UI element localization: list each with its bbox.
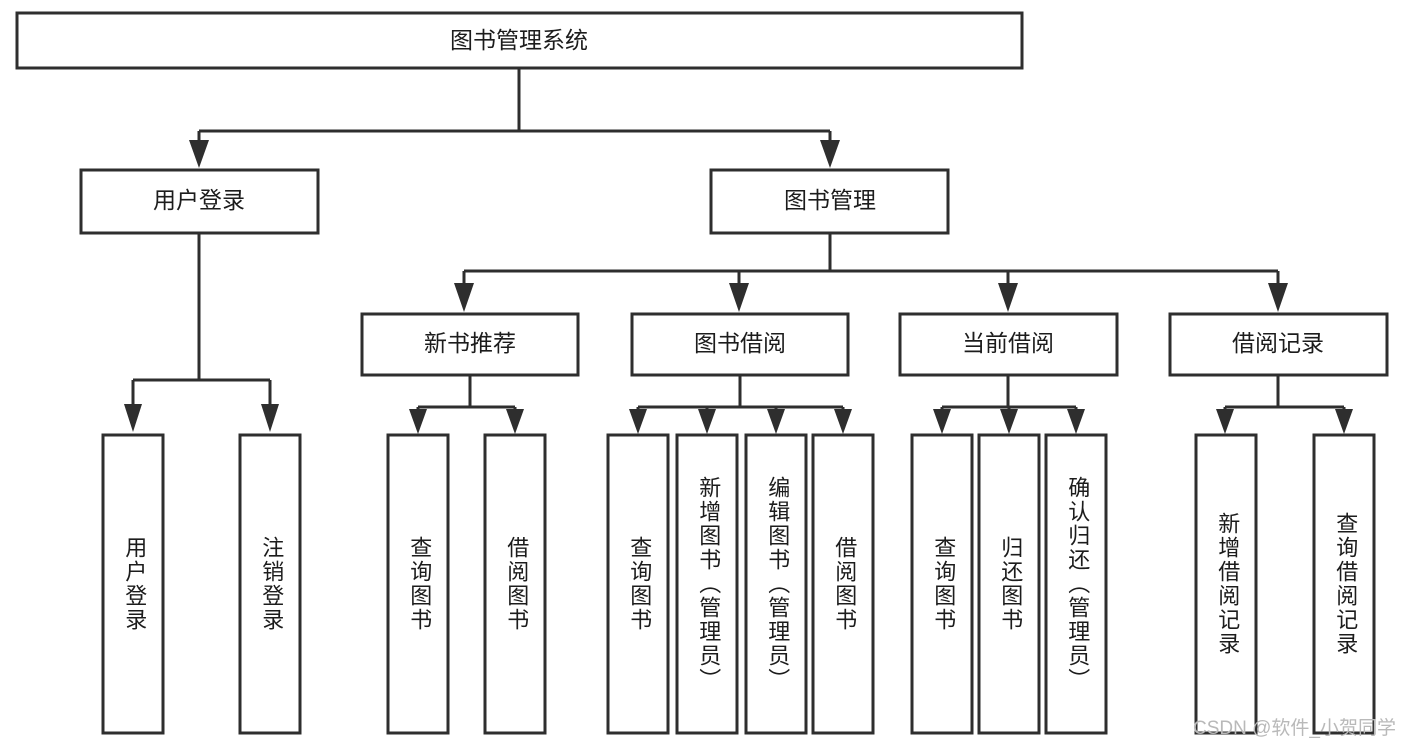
csdn-watermark: CSDN @软件_小贺同学 — [1193, 717, 1396, 739]
node-root-system-label: 图书管理系统 — [450, 27, 588, 53]
node-root-system[interactable]: 图书管理系统 — [15, 11, 1024, 70]
arrow-head-leaf-confirm-return — [1067, 409, 1085, 434]
leaf-user-login-box[interactable] — [101, 433, 165, 735]
arrow-head-leaf-add-book — [698, 409, 716, 434]
leaf-return-book-box[interactable] — [977, 433, 1041, 735]
arrow-head-leaf-user-login — [124, 404, 142, 432]
node-user-login[interactable]: 用户登录 — [79, 168, 320, 235]
leaf-edit-book-admin[interactable]: 编辑图书（管理员） — [744, 433, 808, 735]
arrow-head-leaf-return-book — [1000, 409, 1018, 434]
connector-layer — [124, 69, 1353, 434]
arrow-head-book-mgmt — [820, 140, 840, 168]
arrow-head-new-book-recommend — [454, 283, 474, 312]
node-new-book-recommend[interactable]: 新书推荐 — [360, 312, 580, 377]
leaf-borrow-book-box[interactable] — [811, 433, 875, 735]
arrow-head-leaf-logout-login — [261, 404, 279, 432]
arrow-head-book-borrow — [729, 283, 749, 312]
leaf-logout-login[interactable]: 注销登录 — [238, 433, 302, 735]
leaf-query-borrow-record-label: 查询借阅记录 — [1333, 512, 1358, 656]
node-new-book-recommend-box[interactable] — [360, 312, 580, 377]
leaf-user-login[interactable]: 用户登录 — [101, 433, 165, 735]
node-current-borrow-box[interactable] — [898, 312, 1119, 377]
leaf-return-book-label: 归还图书 — [998, 536, 1023, 632]
node-book-management-label: 图书管理 — [784, 187, 876, 213]
leaf-query-borrow-record-box[interactable] — [1312, 433, 1376, 735]
leaf-confirm-return-admin-box[interactable] — [1044, 433, 1108, 735]
leaf-borrow-book[interactable]: 借阅图书 — [811, 433, 875, 735]
leaf-logout-login-label: 注销登录 — [259, 536, 284, 632]
arrow-head-leaf-borrow-book-a — [506, 409, 524, 434]
leaf-new-book-borrow-label: 借阅图书 — [504, 536, 529, 632]
node-book-borrow-box[interactable] — [630, 312, 850, 377]
arrow-head-leaf-query-book-a — [409, 409, 427, 434]
node-book-borrow-label: 图书借阅 — [694, 330, 786, 356]
leaf-query-borrow-record[interactable]: 查询借阅记录 — [1312, 433, 1376, 735]
leaf-edit-book-admin-label: 编辑图书（管理员） — [765, 476, 790, 692]
leaf-borrow-query-book-box[interactable] — [606, 433, 670, 735]
leaf-new-book-borrow-box[interactable] — [483, 433, 547, 735]
node-current-borrow-label: 当前借阅 — [962, 330, 1054, 356]
leaf-current-query-book-box[interactable] — [910, 433, 974, 735]
node-book-borrow[interactable]: 图书借阅 — [630, 312, 850, 377]
leaf-edit-book-admin-box[interactable] — [744, 433, 808, 735]
node-new-book-recommend-label: 新书推荐 — [424, 330, 516, 356]
leaf-current-query-book-label: 查询图书 — [931, 536, 956, 632]
arrow-head-leaf-query-record — [1335, 409, 1353, 434]
node-book-management[interactable]: 图书管理 — [709, 168, 950, 235]
leaf-new-book-query-box[interactable] — [386, 433, 450, 735]
leaf-new-book-borrow[interactable]: 借阅图书 — [483, 433, 547, 735]
node-root-system-box[interactable] — [15, 11, 1024, 70]
leaf-new-book-query-label: 查询图书 — [407, 536, 432, 632]
leaf-add-book-admin-box[interactable] — [675, 433, 739, 735]
node-borrow-record-box[interactable] — [1168, 312, 1389, 377]
leaf-confirm-return-admin-label: 确认归还（管理员） — [1065, 476, 1090, 692]
arrow-head-leaf-borrow-book-b — [834, 409, 852, 434]
node-borrow-record-label: 借阅记录 — [1232, 330, 1324, 356]
leaf-new-book-query[interactable]: 查询图书 — [386, 433, 450, 735]
leaf-confirm-return-admin[interactable]: 确认归还（管理员） — [1044, 433, 1108, 735]
leaf-add-borrow-record[interactable]: 新增借阅记录 — [1194, 433, 1258, 735]
arrow-head-leaf-add-record — [1216, 409, 1234, 434]
leaf-add-book-admin[interactable]: 新增图书（管理员） — [675, 433, 739, 735]
leaf-add-borrow-record-label: 新增借阅记录 — [1215, 512, 1240, 656]
leaf-add-borrow-record-box[interactable] — [1194, 433, 1258, 735]
node-book-management-box[interactable] — [709, 168, 950, 235]
leaf-add-book-admin-label: 新增图书（管理员） — [696, 476, 721, 692]
node-user-login-box[interactable] — [79, 168, 320, 235]
leaf-current-query-book[interactable]: 查询图书 — [910, 433, 974, 735]
leaf-logout-login-box[interactable] — [238, 433, 302, 735]
leaf-borrow-query-book[interactable]: 查询图书 — [606, 433, 670, 735]
arrow-head-borrow-record — [1268, 283, 1288, 312]
arrow-head-leaf-edit-book — [767, 409, 785, 434]
arrow-head-leaf-query-book-b — [629, 409, 647, 434]
node-borrow-record[interactable]: 借阅记录 — [1168, 312, 1389, 377]
arrow-head-current-borrow — [998, 283, 1018, 312]
node-current-borrow[interactable]: 当前借阅 — [898, 312, 1119, 377]
leaf-borrow-query-book-label: 查询图书 — [627, 536, 652, 632]
node-user-login-label: 用户登录 — [153, 187, 245, 213]
arrow-head-user-login — [189, 140, 209, 168]
arrow-head-leaf-query-book-c — [933, 409, 951, 434]
leaf-user-login-label: 用户登录 — [122, 536, 147, 632]
leaf-borrow-book-label: 借阅图书 — [832, 536, 857, 632]
leaf-return-book[interactable]: 归还图书 — [977, 433, 1041, 735]
